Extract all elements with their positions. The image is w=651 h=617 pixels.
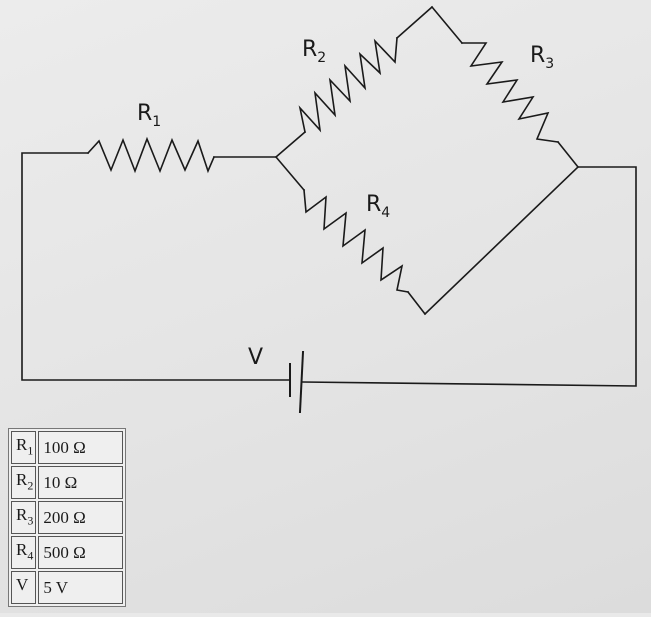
component-values-table: R1 100 Ω R2 10 Ω R3 200 Ω R4 500 Ω V 5 V	[8, 428, 127, 607]
symbol-cell: R2	[11, 466, 37, 499]
resistor-r3	[461, 42, 559, 143]
battery-short-plate	[298, 350, 305, 414]
table-row: V 5 V	[11, 571, 124, 604]
value-cell: 100 Ω	[38, 431, 124, 464]
label-r4: R4	[366, 192, 390, 221]
symbol-cell: V	[11, 571, 37, 604]
wire-left-loop	[21, 152, 291, 381]
wire-bottom-to-right-node	[423, 165, 580, 316]
value-cell: 200 Ω	[38, 501, 124, 534]
wire-r4-bottom	[406, 290, 427, 316]
table-row: R2 10 Ω	[11, 466, 124, 499]
table-row: R1 100 Ω	[11, 431, 124, 464]
table-row: R3 200 Ω	[11, 501, 124, 534]
resistor-r1	[86, 136, 216, 174]
wire-r2-lead	[274, 130, 307, 159]
wire-right-loop	[302, 166, 637, 387]
wire-r3-lead	[430, 5, 464, 45]
label-v: V	[248, 345, 263, 370]
symbol-cell: R3	[11, 501, 37, 534]
wire-r2-apex	[395, 5, 434, 40]
label-r2: R2	[302, 37, 326, 66]
value-cell: 5 V	[38, 571, 124, 604]
label-r1: R1	[137, 101, 161, 130]
wire-r3-to-node	[556, 140, 580, 169]
symbol-cell: R4	[11, 536, 37, 569]
resistor-r4	[303, 189, 409, 293]
table-row: R4 500 Ω	[11, 536, 124, 569]
resistor-r2	[298, 37, 398, 133]
value-cell: 500 Ω	[38, 536, 124, 569]
symbol-cell: R1	[11, 431, 37, 464]
wire-r4-lead	[274, 155, 306, 192]
label-r3: R3	[530, 43, 554, 72]
value-cell: 10 Ω	[38, 466, 124, 499]
